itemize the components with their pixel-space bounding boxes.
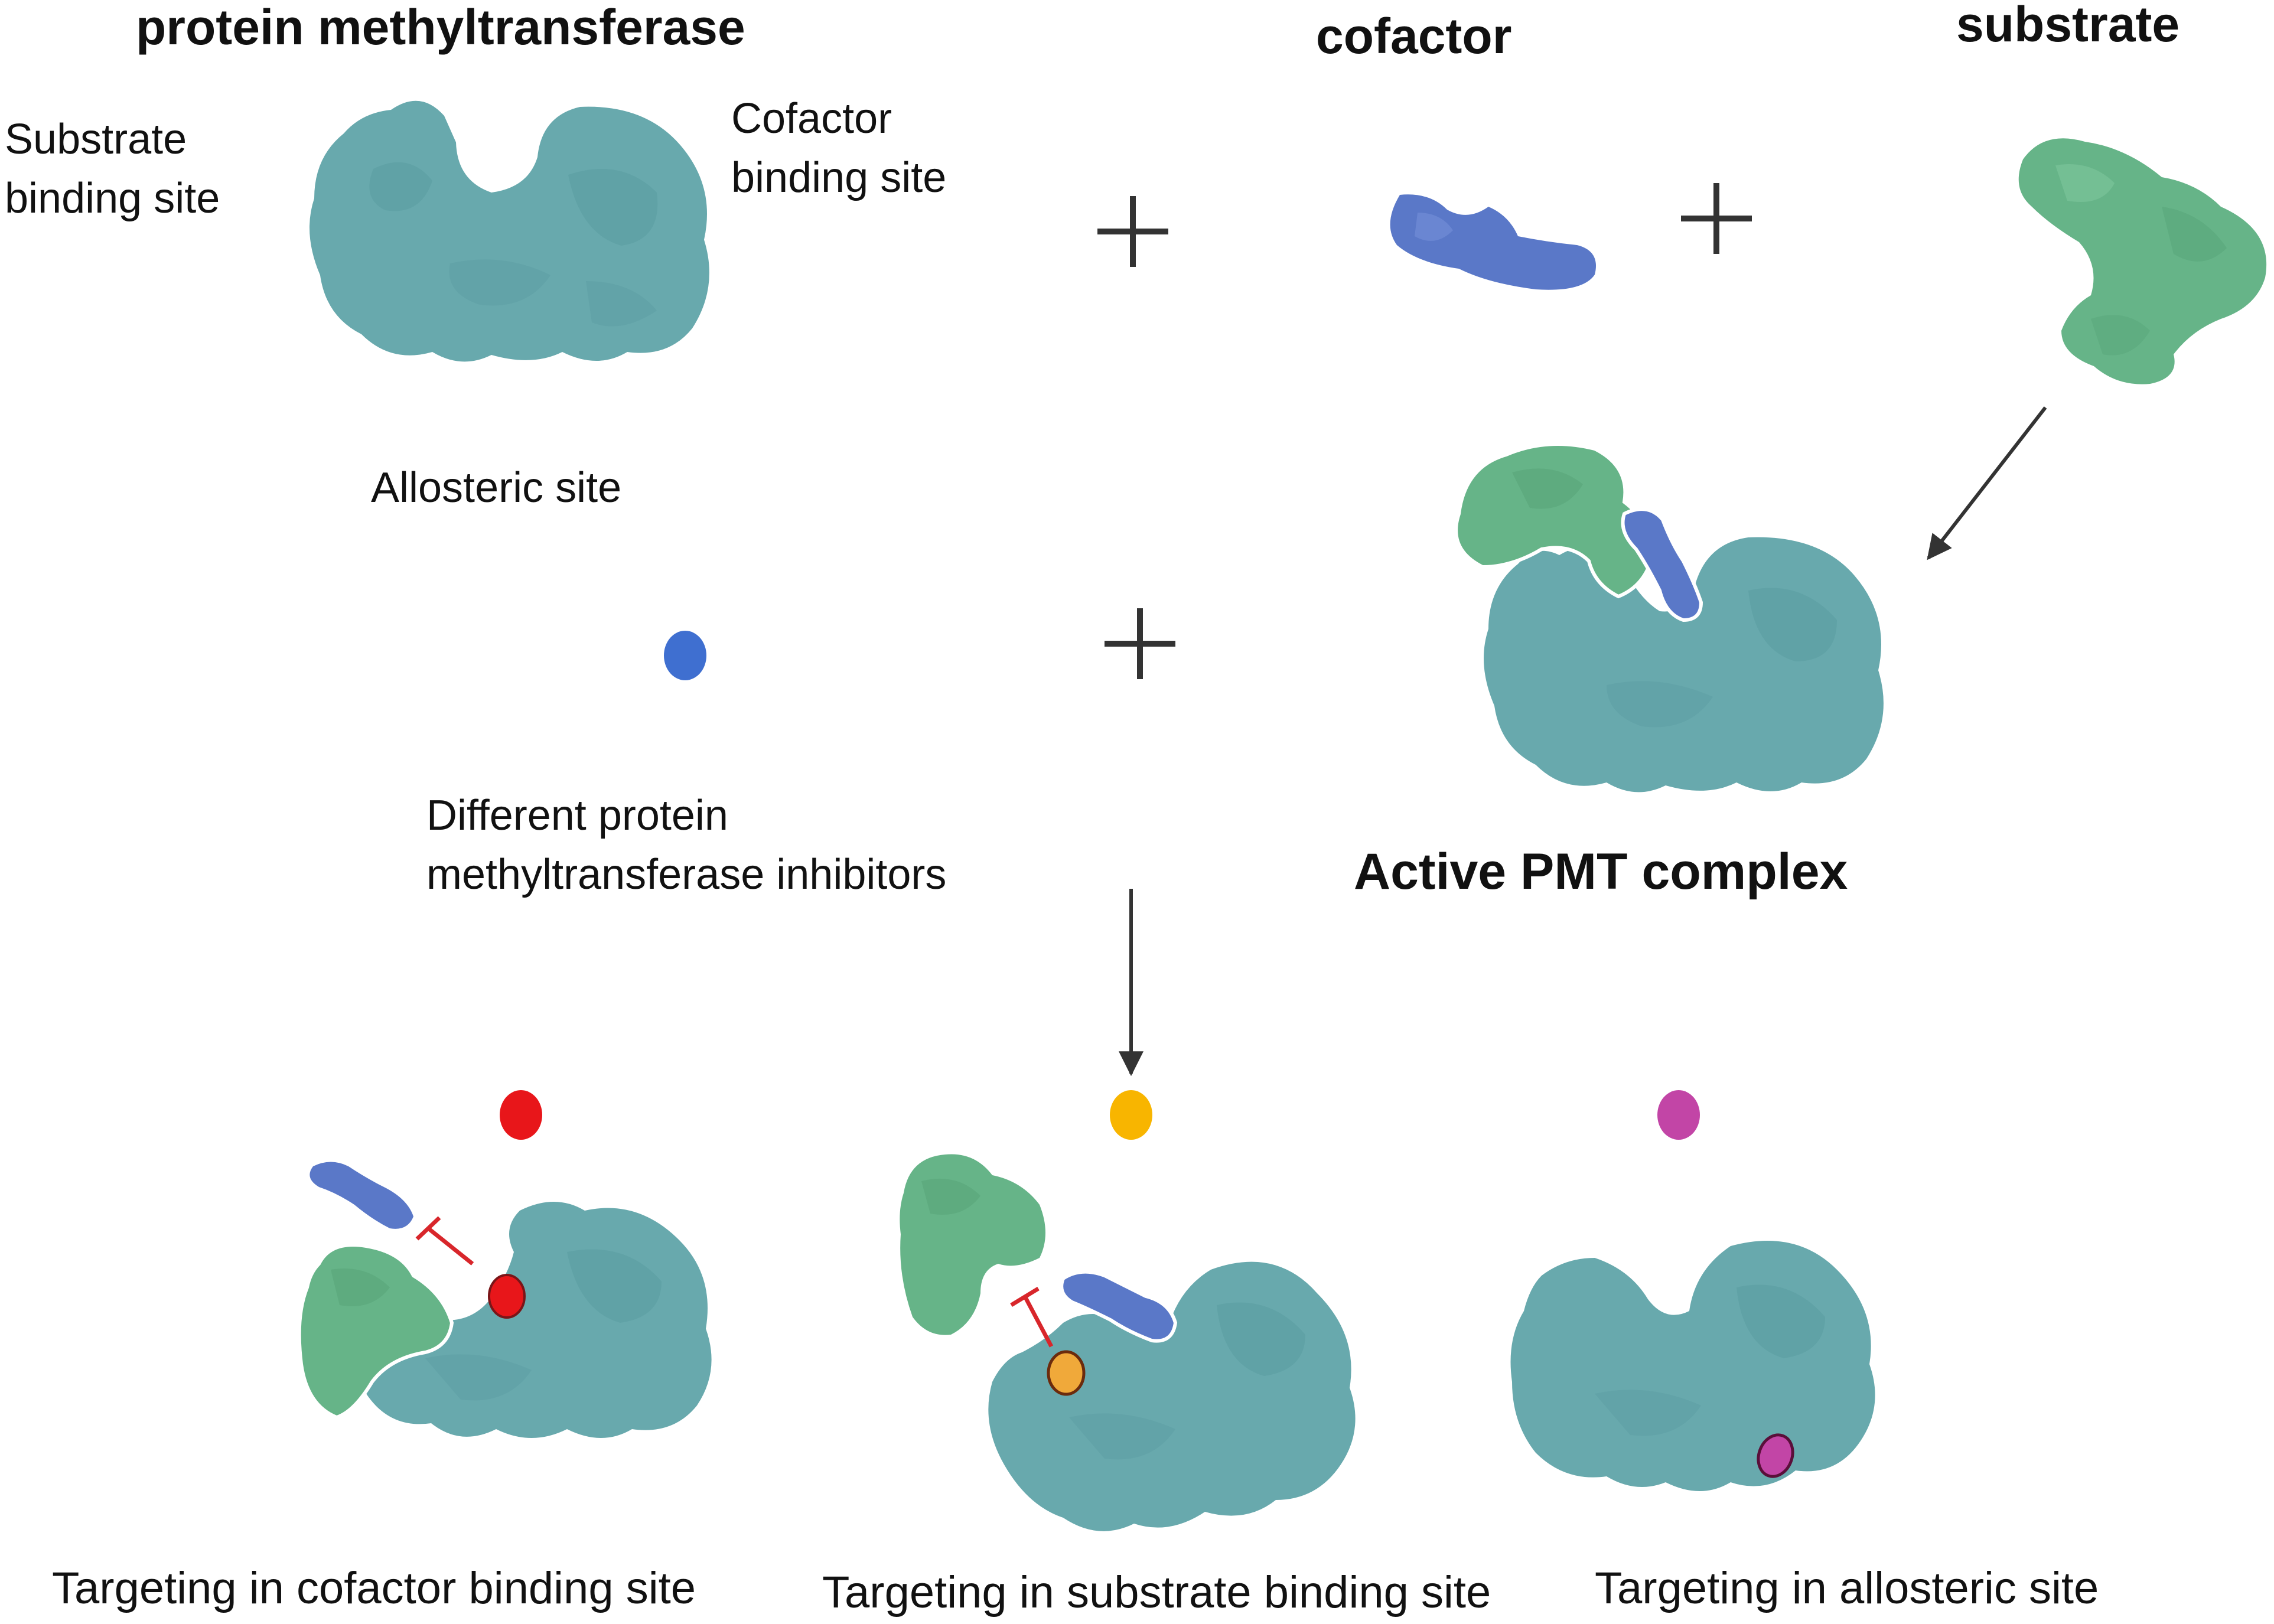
allosteric-targeting-caption: Targeting in allosteric site xyxy=(1595,1563,2099,1613)
allosteric-site-targeting-panel xyxy=(1510,1241,1875,1491)
enzyme-header: protein methyltransferase xyxy=(136,0,745,55)
substrate-site-targeting-panel xyxy=(900,1154,1356,1531)
allosteric-site-label: Allosteric site xyxy=(371,464,621,511)
substrate-site-inhibitor-dot xyxy=(1110,1090,1152,1140)
inhibitors-label-line1: Different protein xyxy=(426,792,728,839)
cofactor-targeting-caption: Targeting in cofactor binding site xyxy=(52,1563,696,1613)
generic-inhibitor-dot xyxy=(664,631,706,680)
inhibitors-label-line2: methyltransferase inhibitors xyxy=(426,851,946,898)
cofactor-site-label-line2: binding site xyxy=(731,154,946,201)
enzyme-shape xyxy=(310,100,709,362)
plus-icon-3 xyxy=(1105,608,1175,679)
active-pmt-complex xyxy=(1454,442,1884,793)
plus-icon-2 xyxy=(1681,183,1752,254)
substrate-shape xyxy=(2018,138,2267,384)
cofactor-site-inhibitor-dot xyxy=(500,1090,542,1140)
substrate-targeting-caption: Targeting in substrate binding site xyxy=(822,1567,1491,1618)
plus-icon-1 xyxy=(1097,196,1168,267)
allosteric-site-inhibitor-dot xyxy=(1657,1090,1700,1140)
cofactor-site-targeting-panel xyxy=(297,1162,712,1438)
active-complex-label: Active PMT complex xyxy=(1354,843,1848,900)
substrate-site-label-line2: binding site xyxy=(5,175,220,222)
substrate-to-complex-arrow xyxy=(1927,406,2047,560)
substrate-header: substrate xyxy=(1956,0,2179,52)
cofactor-site-label-line1: Cofactor xyxy=(731,95,892,142)
cofactor-shape xyxy=(1390,194,1596,290)
substrate-site-label-line1: Substrate xyxy=(5,116,187,163)
cofactor-header: cofactor xyxy=(1316,8,1511,64)
